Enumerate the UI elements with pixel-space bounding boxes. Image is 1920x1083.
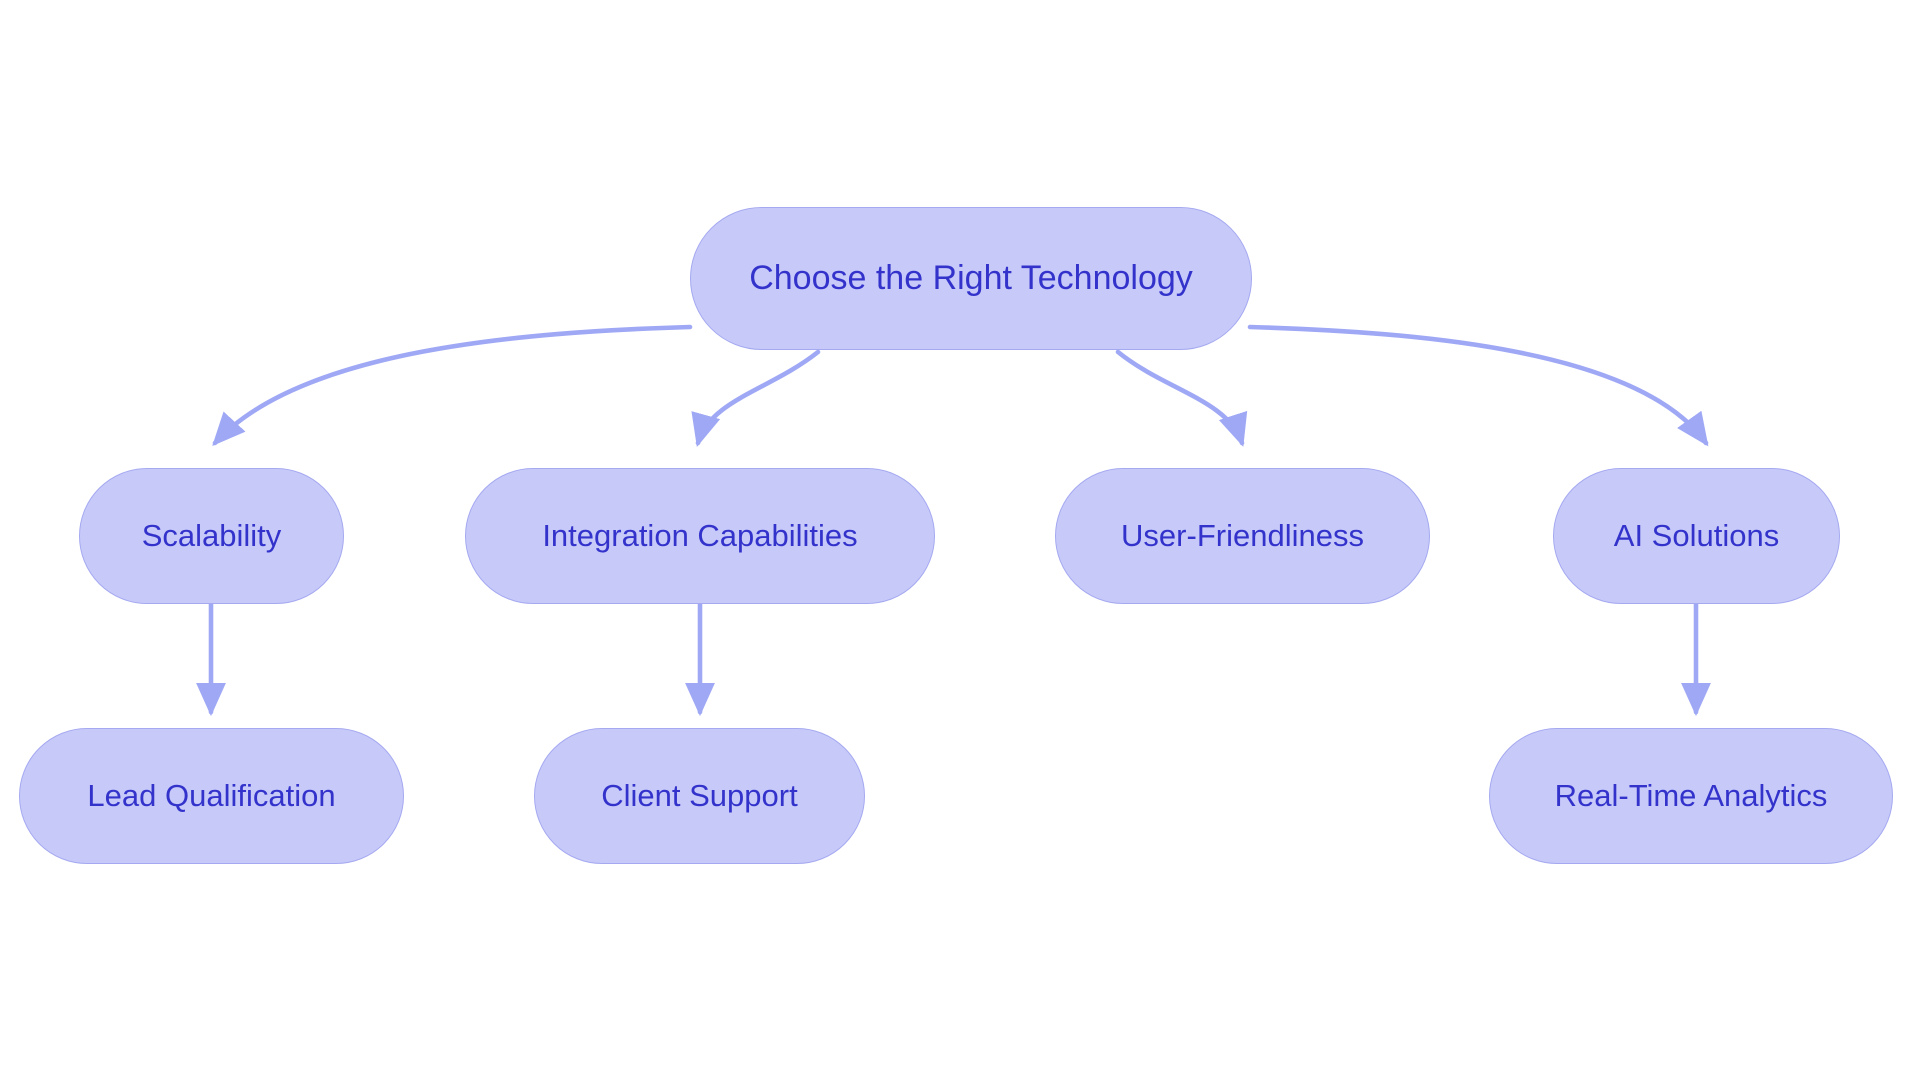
node-label: Scalability — [141, 518, 282, 553]
node-client-support[interactable]: Client Support — [534, 728, 865, 864]
edge-root-to-ai-solutions — [1247, 324, 1709, 447]
node-label: Choose the Right Technology — [749, 259, 1193, 297]
node-label: Client Support — [601, 778, 798, 813]
edge-root-to-scalability — [212, 324, 693, 447]
node-label: Lead Qualification — [87, 778, 336, 813]
node-choose-the-right-technology[interactable]: Choose the Right Technology — [690, 207, 1252, 350]
node-lead-qualification[interactable]: Lead Qualification — [19, 728, 404, 864]
node-ai-solutions[interactable]: AI Solutions — [1553, 468, 1840, 604]
node-user-friendliness[interactable]: User-Friendliness — [1055, 468, 1430, 604]
node-scalability[interactable]: Scalability — [79, 468, 344, 604]
edge-root-to-user-friendliness — [1115, 349, 1248, 447]
node-label: AI Solutions — [1613, 518, 1780, 553]
node-label: Real-Time Analytics — [1554, 778, 1828, 813]
edge-root-to-integration-capabilities — [691, 349, 821, 447]
node-label: Integration Capabilities — [542, 518, 858, 553]
node-real-time-analytics[interactable]: Real-Time Analytics — [1489, 728, 1893, 864]
node-integration-capabilities[interactable]: Integration Capabilities — [465, 468, 935, 604]
node-label: User-Friendliness — [1121, 518, 1364, 553]
